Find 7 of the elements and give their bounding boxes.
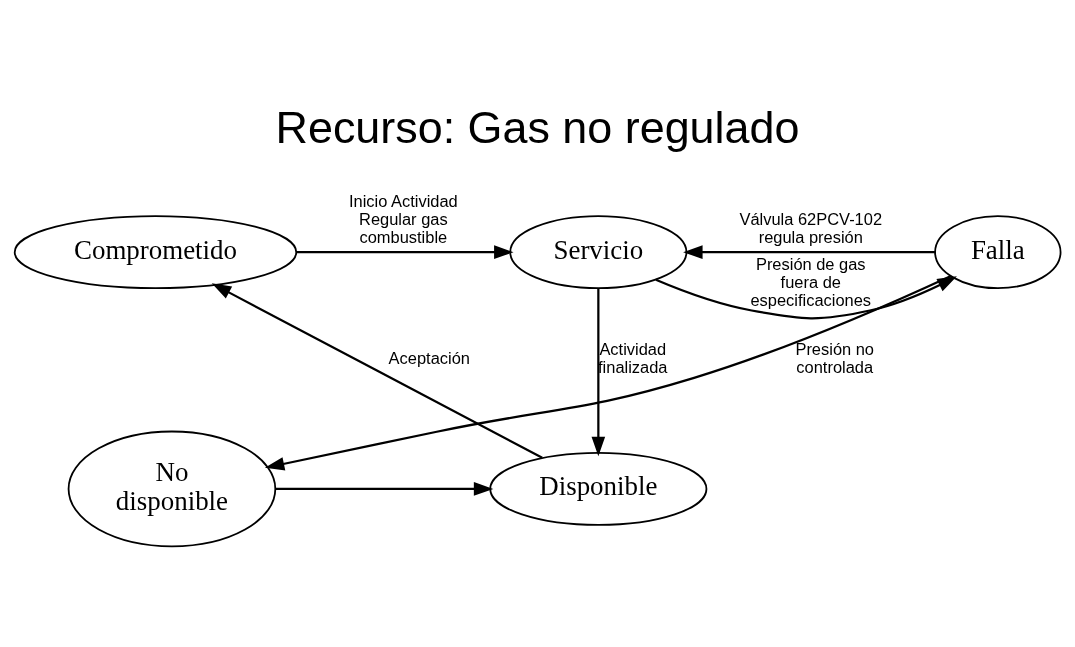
- edge-label: Válvula 62PCV-102 regula presión: [739, 209, 883, 246]
- edge-label: Actividad finalizada: [598, 340, 668, 377]
- edge-label: Aceptación: [388, 349, 470, 368]
- edge-label: Inicio Actividad Regular gas combustible: [348, 191, 458, 246]
- edge-label: Presión no controlada: [795, 340, 875, 377]
- edge-label: Presión de gas fuera de especificaciones: [750, 254, 872, 309]
- diagram-title: Recurso: Gas no regulado: [275, 101, 800, 153]
